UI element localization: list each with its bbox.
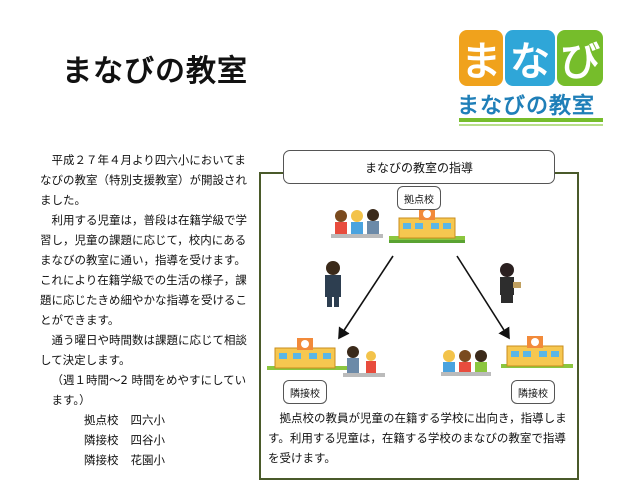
hub-school-label: 拠点校: [397, 186, 441, 210]
teacher-woman-icon: [500, 263, 521, 303]
logo-char-na: な: [505, 30, 555, 86]
diagram-caption: 拠点校の教員が児童の在籍する学校に出向き，指導します。利用する児童は，在籍する学…: [268, 411, 567, 465]
logo-text: まなびの教室: [457, 94, 596, 119]
school-row: 隣接校四谷小: [84, 433, 165, 447]
hub-school-icon: [389, 208, 465, 243]
paragraph-usage: 利用する児童は，普段は在籍学級で学習し，児童の課題に応じて，校内にあるまなびの教…: [40, 213, 247, 327]
logo-char-bi: び: [557, 30, 603, 86]
teacher-man-icon: [325, 261, 341, 307]
page-title: まなびの教室: [62, 54, 248, 89]
diagram-panel: 拠点校 隣接校 隣接校: [259, 172, 579, 480]
children-group-hub-icon: [331, 209, 383, 238]
paragraph-note: （週１時間～2 時間をめやすにしています。）: [51, 373, 247, 407]
right-school-icon: [501, 336, 573, 368]
right-school-label: 隣接校: [511, 380, 555, 404]
left-school-label: 隣接校: [283, 380, 327, 404]
left-school-icon: [267, 338, 347, 370]
arrow-to-right-school: [456, 255, 510, 340]
diagram-title: まなびの教室の指導: [283, 150, 555, 184]
manabi-logo: ま な び まなびの教室: [455, 30, 605, 128]
paragraph-intro: 平成２７年４月より四六小においてまなびの教室（特別支援教室）が開設されました。: [40, 153, 247, 207]
children-group-right-icon: [441, 350, 491, 376]
arrow-to-left-school: [338, 255, 394, 340]
paragraph-schedule: 通う曜日や時間数は課題に応じて相談して決定します。: [40, 333, 247, 367]
school-row: 隣接校花園小: [84, 453, 165, 467]
teacher-child-left-icon: [343, 346, 385, 377]
logo-underline-light: [459, 124, 603, 126]
diagram-illustration: [267, 208, 573, 377]
logo-underline: [459, 118, 603, 122]
school-row: 拠点校四六小: [84, 413, 165, 427]
logo-char-ma: ま: [459, 30, 503, 86]
body-text: 平成２７年４月より四六小においてまなびの教室（特別支援教室）が開設されました。 …: [40, 150, 255, 470]
